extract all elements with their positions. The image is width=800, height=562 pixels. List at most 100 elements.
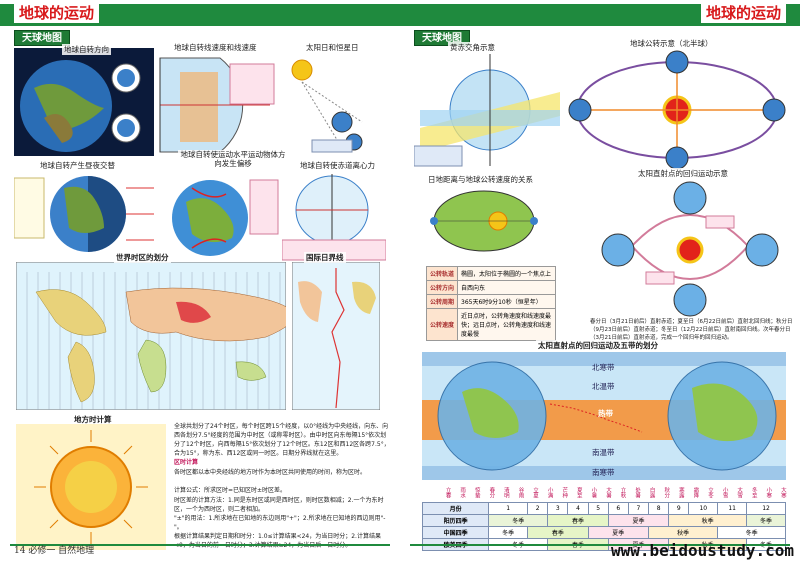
calc-paragraph-4: 时区差的计算方法：1.同是东时区或同是西时区，则时区数相减；2.一个为东时区，一… [174,497,384,513]
caption-orbit-speed: 日地距离与地球公转速度的关系 [426,174,535,185]
month-cell: 5 [587,502,609,515]
solar-term: 大暑 [604,486,611,498]
season-cell: 冬季 [488,514,549,527]
zone-north-temperate: 北温带 [592,382,615,391]
obliquity-figure [414,54,560,167]
left-footer-rule [10,544,390,546]
deflection-figure [172,179,279,256]
left-section-tag: 天球地图 [14,30,70,46]
season-cell: 冬季 [717,526,786,539]
month-cell: 3 [547,502,569,515]
caption-orbit: 地球公转示意（北半球） [628,38,715,49]
calc-paragraph-6: 根据计算结果判定日期和时分：1.0≤计算结果<24，为当日时分；2.计算结果<0… [174,533,381,549]
caption-day-night: 地球自转产生昼夜交替 [38,160,117,171]
solar-term: 处暑 [634,486,641,498]
solar-term: 芒种 [561,486,568,498]
caption-flattening: 地球自转使赤道离心力 [298,160,377,171]
caption-obliquity: 黄赤交角示意 [448,42,497,53]
season-row-label: 中国四季 [421,526,490,539]
season-cell: 冬季 [488,526,529,539]
time-zones-map [16,262,286,410]
solar-term: 雨水 [459,486,466,498]
table-row: 公转方向自西向东 [425,280,556,295]
zone-south-temperate: 南温带 [592,448,615,457]
orbit-speed-figure [430,190,538,252]
month-cell: 7 [627,502,650,515]
season-row-label: 阳历四季 [421,514,490,527]
caption-direct-point: 太阳直射点的回归运动示意 [636,168,730,179]
zone-tropical: 热带 [598,409,613,418]
solar-term: 惊蛰 [473,486,480,498]
left-page: 地球的运动 天球地图 地球自转方向 地球自转线速度和线速度 太阳日和恒星日 [0,2,400,556]
fact-key: 公转轨道 [425,266,459,281]
orbit-figure [568,50,786,170]
fact-value: 近日点时，公转角速度和线速度最快；远日点时，公转角速度和线速度最慢 [457,308,556,341]
watermark: www.beidoustudy.com [610,541,794,560]
month-cell: 8 [648,502,670,515]
solar-term: 小暑 [590,486,597,498]
months-label: 月份 [421,502,490,515]
solar-term: 霜降 [692,486,699,498]
solar-term: 立夏 [532,486,539,498]
caption-time-zones: 世界时区的划分 [114,252,171,263]
direct-point-description: 春分日（3月21日前后）直射赤道；夏至日（6月22日前后）直射北回归线；秋分日（… [590,319,793,341]
table-row: 公转轨道椭圆，太阳位于椭圆的一个焦点上 [425,266,556,281]
solar-term: 小雪 [721,486,728,498]
right-page: 地球的运动 天球地图 黄赤交角示意 地球公转示意（北半球） 日地距离与地球公转速… [400,0,800,562]
calc-paragraph-2: 各时区都以本中央经线的地方时作为本时区共同使用的时间，称为区时。 [174,469,367,476]
solar-term: 冬至 [750,486,757,498]
table-row: 中国四季 冬季 春季 夏季 秋季 冬季 [421,526,786,539]
caption-rotation-direction: 地球自转方向 [62,44,111,55]
month-cell: 11 [717,502,748,515]
caption-time-calc: 地方时计算 [72,414,114,425]
caption-date-line: 国际日界线 [304,252,346,263]
caption-linear-speed: 地球自转线速度和线速度 [172,42,259,53]
month-cell: 2 [527,502,549,515]
fact-value: 自西向东 [457,280,556,295]
solar-term: 谷雨 [517,486,524,498]
solar-term: 白露 [648,486,655,498]
solar-term: 夏至 [575,486,582,498]
rotation-direction-figure [14,48,154,156]
calc-paragraph-1: 全球共划分了24个时区，每个时区跨15个经度，以0°经线为中央经线，向东、向西各… [174,423,390,457]
calc-paragraph-5: "±"的用法：1.所求地在已知地的东边则用"+"；2.所求地在已知地的西边则用"… [174,515,386,531]
right-footer-rule [410,544,790,546]
solar-term: 立冬 [706,486,713,498]
day-night-figure [14,168,160,260]
month-cell: 12 [746,502,786,515]
month-cell: 6 [607,502,629,515]
solar-term: 大雪 [736,486,743,498]
right-header-title: 地球的运动 [700,2,786,23]
fact-value: 椭圆，太阳位于椭圆的一个焦点上 [457,266,556,281]
season-cell: 冬季 [746,514,786,527]
left-header-bar [0,4,400,26]
solar-term: 立秋 [619,486,626,498]
date-line-map [292,262,380,410]
solar-day-figure [291,59,363,153]
season-cell: 春季 [527,526,589,539]
season-cell: 春季 [547,514,609,527]
season-cell: 夏季 [607,514,670,527]
solar-term: 清明 [502,486,509,498]
direct-point-figure [601,181,779,317]
table-row: 阳历四季 冬季 春季 夏季 秋季 冬季 [421,514,786,527]
linear-speed-figure [159,57,275,153]
calc-paragraph-3: 计算公式：所求区时=已知区时±时区差。 [174,487,287,494]
fact-key: 公转方向 [425,280,459,295]
season-cell: 夏季 [587,526,650,539]
zone-north-frigid: 北寒带 [592,363,615,372]
solar-term: 大寒 [779,486,786,498]
flattening-figure [282,174,386,261]
left-header-title: 地球的运动 [14,2,100,23]
solar-term: 小寒 [765,486,772,498]
solar-terms-row: 立春雨水惊蛰春分清明谷雨立夏小满芒种夏至小暑大暑立秋处暑白露秋分寒露霜降立冬小雪… [436,484,786,500]
fact-key: 公转周期 [425,294,459,309]
calc-subtitle: 区时计算 [174,459,199,466]
right-header-bar [400,4,800,26]
month-cell: 9 [668,502,690,515]
solar-term: 秋分 [663,486,670,498]
season-cell: 秋季 [668,514,748,527]
